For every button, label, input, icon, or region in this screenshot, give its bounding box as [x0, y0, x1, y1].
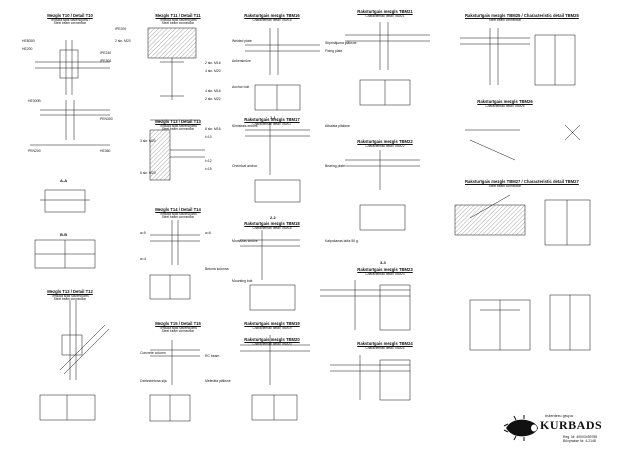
annotation-label: HE200: [22, 47, 33, 51]
detail-title: Raksturīgais mezgls TBM25 / Characterist…: [465, 13, 579, 22]
section-marker: 1-1: [270, 115, 276, 120]
annotation-label: Bearing plate: [325, 164, 345, 168]
annotation-label: Dzelzsbetona sija: [140, 379, 167, 383]
detail-t10: [30, 40, 110, 146]
annotation-label: Concrete column: [140, 351, 166, 355]
annotation-label: Metināta plāksne: [205, 379, 231, 383]
annotation-label: 2 skr. M22: [205, 97, 221, 101]
annotation-label: 8 skr. M16: [205, 127, 221, 131]
annotation-label: Chemical anchor: [232, 164, 258, 168]
annotation-label: a=5: [140, 231, 146, 235]
annotation-label: t=10: [205, 135, 212, 139]
annotation-label: t=12: [205, 159, 212, 163]
stamp-company: KURBADS: [540, 418, 603, 432]
annotation-label: 3 skr. M20: [140, 139, 156, 143]
annotation-label: HE300B: [28, 99, 41, 103]
annotation-label: a=6: [205, 231, 211, 235]
annotation-label: Fixing plate: [325, 49, 343, 53]
section-marker: A-A: [60, 178, 68, 183]
annotation-label: Kalpošanas laiks 50 g.: [325, 239, 359, 243]
annotation-label: Montāžas skrūve: [232, 239, 258, 243]
annotation-label: HE360: [100, 149, 111, 153]
annotation-label: Atbalsta plāksne: [325, 124, 350, 128]
annotation-label: Mounting bolt: [232, 279, 253, 283]
section-marker: B-B: [60, 232, 68, 237]
section-marker: 3-3: [380, 260, 386, 265]
stamp-info: Reg. Nr. 40003459785 Būvprakse Nr. 4-214…: [563, 435, 598, 443]
annotation-label: Anchor bolt: [232, 85, 250, 89]
annotation-label: 4 skr. M20: [205, 69, 221, 73]
annotation-label: PEN200: [28, 149, 41, 153]
annotation-label: Betona kolonna: [205, 267, 229, 271]
annotation-label: 4 skr. M16: [205, 89, 221, 93]
annotation-label: IPE300: [100, 59, 112, 63]
annotation-label: 2 skr. M20: [115, 39, 131, 43]
annotation-label: 2 skr. M16: [205, 61, 221, 65]
annotation-label: Stiprinājuma plāksne: [325, 41, 357, 45]
annotation-label: IPE240: [100, 51, 112, 55]
section-marker: 2-2: [270, 215, 276, 220]
annotation-label: t=15: [205, 167, 212, 171]
annotation-label: PEN300: [100, 117, 113, 121]
annotation-label: RC beam: [205, 354, 220, 358]
annotation-label: IPE200: [115, 27, 127, 31]
annotation-label: HEB300: [22, 39, 35, 43]
title-stamp: Inženieru grupa KURBADS Reg. Nr. 4000345…: [500, 410, 630, 450]
annotation-label: 6 skr. M20: [140, 171, 156, 175]
beetle-logo: [503, 415, 538, 441]
annotation-label: a=4: [140, 257, 146, 261]
annotation-label: Ķīmiskais enkurs: [232, 124, 258, 128]
detail-title: Raksturīgais mezgls TBM27 / Characterist…: [465, 179, 579, 188]
stamp-tagline: Inženieru grupa: [545, 413, 573, 418]
annotation-label: Ankerskrūve: [232, 59, 251, 63]
annotation-label: Welded plate: [232, 39, 252, 43]
